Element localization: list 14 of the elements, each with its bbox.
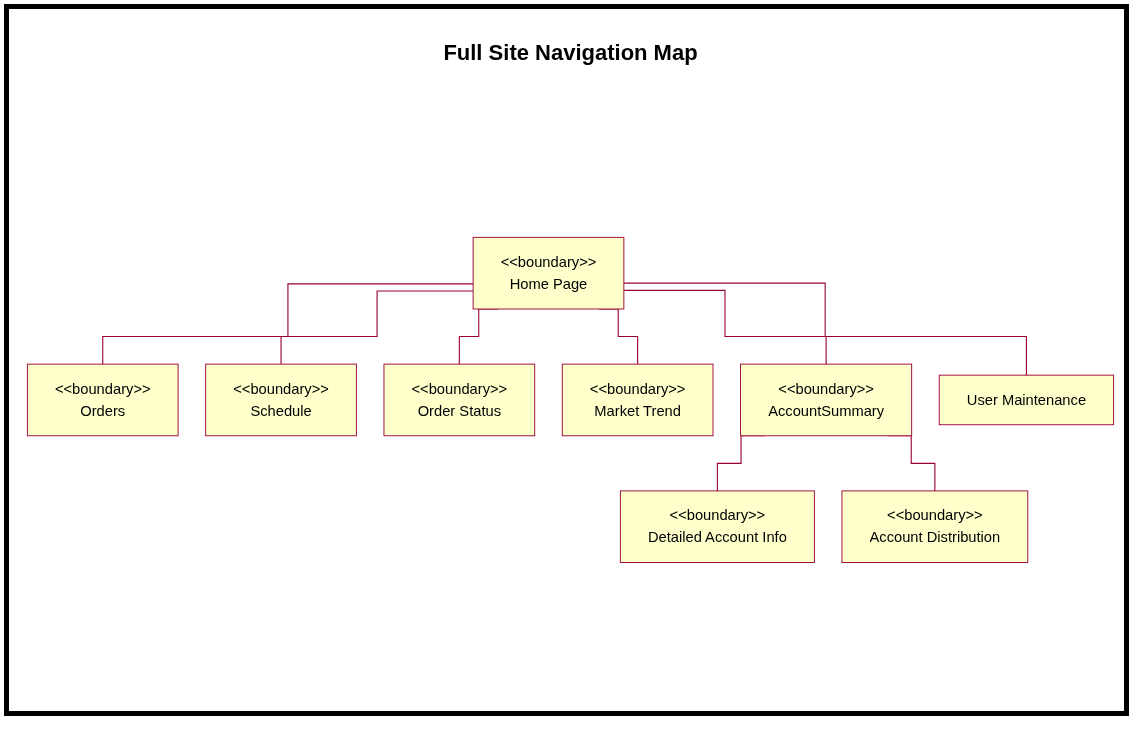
connector <box>280 290 474 365</box>
node-box: <<boundary>> Home Page <box>472 236 625 310</box>
node-box: User Maintenance <box>938 374 1115 426</box>
node-box: <<boundary>> Market Trend <box>561 363 714 437</box>
connector <box>102 283 474 365</box>
connector <box>623 282 1027 376</box>
node-box: <<boundary>> Schedule <box>205 363 357 437</box>
node-box: <<boundary>> AccountSummary <box>740 363 913 437</box>
node-box: <<boundary>> Order Status <box>383 363 536 437</box>
node-box: <<boundary>> Account Distribution <box>841 490 1029 564</box>
node-box: <<boundary>> Detailed Account Info <box>619 490 815 564</box>
diagram-title: Full Site Navigation Map <box>442 40 699 66</box>
node-box: <<boundary>> Orders <box>26 363 179 437</box>
connector <box>623 289 827 365</box>
